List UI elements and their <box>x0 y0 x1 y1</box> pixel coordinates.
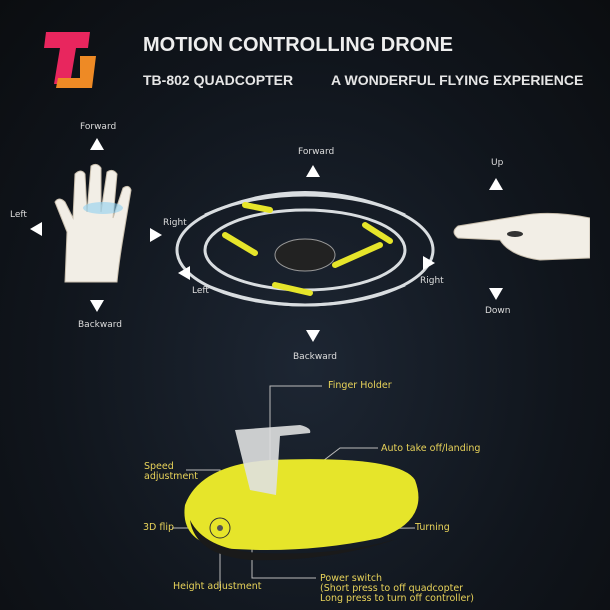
drone-left-label: Left <box>192 286 209 296</box>
speed-label-line2: adjustment <box>144 471 199 482</box>
drone-right-label: Right <box>420 276 444 286</box>
open-hand-image <box>54 163 132 283</box>
drone-backward-label: Backward <box>293 352 337 362</box>
arrow-up-icon <box>90 138 104 150</box>
hand-left-label: Left <box>10 210 27 220</box>
power-line2: (Short press to off quadcopter <box>320 583 464 594</box>
height-adjustment-label: Height adjustment <box>173 581 262 592</box>
power-line1: Power switch <box>320 573 383 584</box>
quadcopter-image <box>175 191 435 307</box>
turning-label: Turning <box>415 522 450 533</box>
pointing-hand-image <box>453 212 590 261</box>
3d-flip-label: 3D flip <box>143 522 175 533</box>
down-label: Down <box>485 306 511 316</box>
arrow-down-icon <box>306 330 320 342</box>
controller-image <box>172 385 419 588</box>
auto-takeoff-label: Auto take off/landing <box>381 443 481 454</box>
arrow-down-icon <box>489 288 503 300</box>
tagline: A WONDERFUL FLYING EXPERIENCE <box>331 72 584 88</box>
arrow-up-icon <box>306 165 320 177</box>
arrow-right-icon <box>150 228 162 242</box>
drone-forward-label: Forward <box>298 147 335 157</box>
hand-forward-label: Forward <box>80 122 117 132</box>
up-label: Up <box>491 158 504 168</box>
page-title: MOTION CONTROLLING DRONE <box>143 34 453 56</box>
hand-backward-label: Backward <box>78 320 122 330</box>
arrow-left-icon <box>178 266 190 280</box>
finger-holder-label: Finger Holder <box>328 380 392 391</box>
speed-label-line1: Speed <box>144 461 174 472</box>
arrow-up-icon <box>489 178 503 190</box>
power-line3: Long press to turn off controller) <box>320 593 474 604</box>
hand-right-label: Right <box>163 218 187 228</box>
power-switch-label: Power switch(Short press to off quadcopt… <box>320 574 474 604</box>
model-name: TB-802 QUADCOPTER <box>143 72 294 88</box>
arrow-down-icon <box>90 300 104 312</box>
arrow-left-icon <box>30 222 42 236</box>
arrow-right-icon <box>423 256 435 270</box>
brand-logo <box>44 32 96 88</box>
